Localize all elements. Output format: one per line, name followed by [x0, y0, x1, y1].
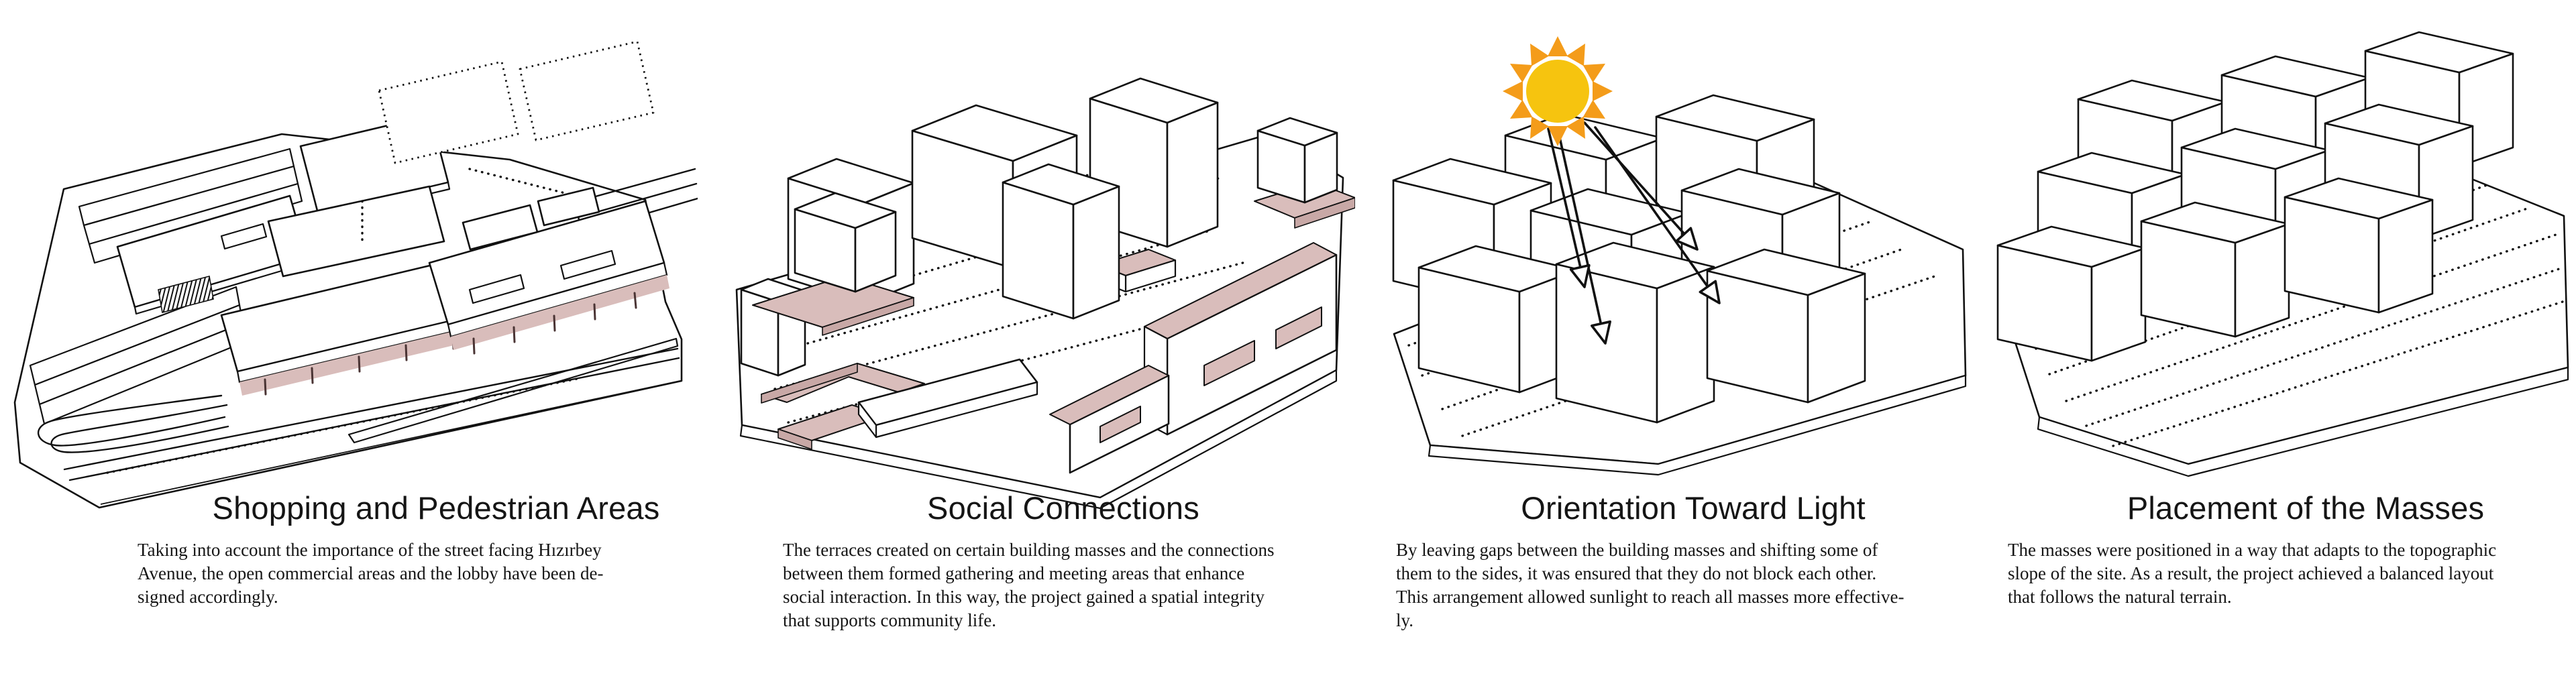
panel-title: Orientation Toward Light	[1521, 490, 1866, 526]
roof-canopy	[462, 204, 539, 251]
site-thickness	[739, 369, 1338, 510]
building-mass	[1706, 248, 1866, 404]
terrace-wall-building	[1049, 365, 1170, 474]
social-connections-drawing	[735, 77, 1355, 510]
building-mass	[267, 185, 445, 278]
terraced-site-edge-lower	[29, 286, 248, 425]
orientation-toward-light-diagram	[1368, 0, 1979, 523]
pink-window-opening	[1099, 406, 1141, 443]
panel-social-connections: Social Connections The terraces created …	[698, 0, 1368, 694]
roof-canopy	[537, 186, 600, 227]
sun-icon	[1503, 36, 1613, 146]
panel-orientation-toward-light: Orientation Toward Light By leaving gaps…	[1368, 0, 1979, 694]
panel-shopping-and-pedestrian-areas: Shopping and Pedestrian Areas Taking int…	[0, 0, 698, 694]
arcade-strip	[451, 275, 669, 350]
placement-of-masses-diagram	[1979, 0, 2576, 523]
building-mass	[2140, 201, 2290, 338]
phantom-volume-outline	[519, 40, 655, 141]
panel-title: Social Connections	[927, 490, 1199, 526]
building-mass	[1002, 163, 1120, 320]
loop-road	[38, 394, 229, 453]
panel-description: Taking into account the importance of th…	[138, 540, 604, 607]
sunray-arrows	[1547, 121, 1721, 345]
avenue-road-strips	[63, 337, 681, 505]
arcade-strip	[239, 323, 490, 396]
pink-window-opening	[1203, 340, 1255, 386]
arrowhead-icon	[1675, 227, 1699, 251]
hatched-canopy	[158, 276, 214, 313]
building-mass	[2284, 177, 2434, 314]
panel-title: Placement of the Masses	[2127, 490, 2485, 526]
building-mass	[1555, 241, 1715, 424]
arrowhead-icon	[1569, 264, 1591, 288]
shopping-areas-drawing	[13, 40, 698, 509]
site-thickness	[1428, 374, 1967, 476]
panel-title: Shopping and Pedestrian Areas	[212, 490, 660, 526]
building-mass	[1996, 225, 2147, 362]
arrowhead-icon	[1699, 280, 1721, 304]
panel-description: The masses were positioned in a way that…	[2008, 540, 2497, 607]
shopping-areas-diagram	[0, 0, 698, 523]
panel-description: By leaving gaps between the building mas…	[1396, 540, 1904, 630]
orientation-light-drawing	[1392, 36, 1967, 476]
building-mass	[857, 358, 1038, 439]
building-mass	[794, 192, 897, 293]
panel-description: The terraces created on certain building…	[783, 540, 1275, 630]
terrace-plate	[752, 276, 914, 336]
phantom-volume-outline	[378, 60, 519, 164]
building-mass	[1680, 168, 1841, 316]
arcade-columns	[472, 292, 637, 355]
terrace-plate	[1049, 365, 1169, 425]
arrowhead-icon	[1591, 320, 1611, 345]
building-mass	[1256, 117, 1338, 204]
building-mass-arcade-right	[428, 186, 669, 355]
building-mass-arcade-left	[220, 255, 490, 396]
site-thickness	[2037, 366, 2569, 477]
social-connections-diagram	[698, 0, 1355, 523]
building-mass	[1417, 245, 1578, 394]
panel-placement-of-the-masses: Placement of the Masses The masses were …	[1979, 0, 2576, 694]
pink-window-opening	[1275, 306, 1322, 349]
placement-masses-drawing	[1996, 31, 2569, 477]
